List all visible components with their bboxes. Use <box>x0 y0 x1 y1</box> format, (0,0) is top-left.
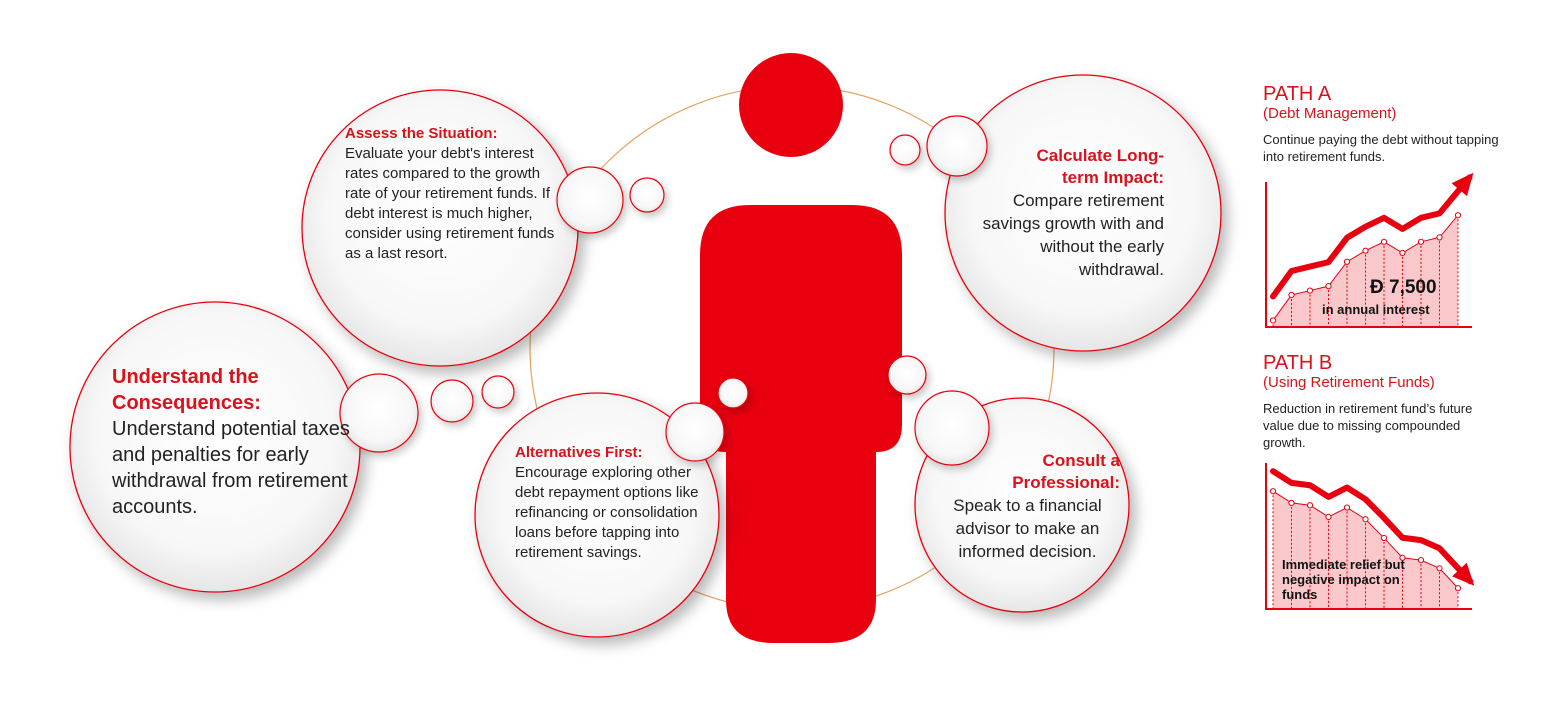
chart-a-point-8 <box>1417 238 1425 245</box>
chart-b-point-10 <box>1454 585 1462 592</box>
chart-b-trend-arrow-icon <box>1452 562 1475 586</box>
consult-body: Speak to a financial advisor to make an … <box>953 496 1102 561</box>
path-b-heading: PATH B (Using Retirement Funds) <box>1263 352 1435 392</box>
chart-b-point-4 <box>1343 504 1351 511</box>
consult-text: Consult a Professional: Speak to a finan… <box>935 450 1120 563</box>
chart-a-point-3 <box>1325 283 1332 290</box>
path-a-sub: (Debt Management) <box>1263 105 1397 122</box>
understand-body: Understand potential taxes and penalties… <box>112 418 350 518</box>
assess-text: Assess the Situation: Evaluate your debt… <box>345 124 560 264</box>
calculate-title: Calculate Long-term Impact: <box>1036 146 1164 187</box>
understand-title: Understand the Consequences: <box>112 366 261 414</box>
chart-b-area <box>1273 491 1458 608</box>
chart-a-trend-arrow-icon <box>1451 172 1474 197</box>
chart-b-trend-line <box>1270 468 1474 585</box>
chart-a-point-4 <box>1343 258 1351 265</box>
chart-b-point-5 <box>1362 516 1369 523</box>
chart-b-point-9 <box>1436 565 1443 572</box>
calculate-text: Calculate Long-term Impact: Compare reti… <box>980 145 1164 281</box>
chart-b-point-2 <box>1306 502 1314 509</box>
chart-a-point-2 <box>1306 287 1314 294</box>
understand-text: Understand the Consequences: Understand … <box>112 364 352 520</box>
path-a-label: PATH A <box>1263 83 1332 105</box>
bubble-calculate <box>944 74 1222 352</box>
chart-b-point-3 <box>1325 513 1332 520</box>
chart-a-point-10 <box>1454 212 1462 219</box>
chart-a-point-6 <box>1380 238 1388 245</box>
calculate-body: Compare retirement savings growth with a… <box>982 191 1164 279</box>
chart-a-point-7 <box>1399 249 1406 256</box>
chart-a-point-1 <box>1288 291 1295 299</box>
path-a-amount: Ð 7,500 <box>1370 277 1437 298</box>
bubble-alternatives <box>474 392 720 638</box>
chart-b-point-0 <box>1269 488 1277 495</box>
path-a-heading: PATH A (Debt Management) <box>1263 83 1396 123</box>
path-b-sub: (Using Retirement Funds) <box>1263 374 1435 391</box>
path-a-amount-caption: in annual interest <box>1322 302 1430 317</box>
path-b-desc: Reduction in retirement fund’s future va… <box>1263 401 1473 450</box>
chart-a-point-0 <box>1269 317 1277 324</box>
thought-dots <box>339 115 990 466</box>
path-b-caption: Immediate relief but negative impact on … <box>1282 557 1405 602</box>
chart-a-point-9 <box>1436 234 1443 241</box>
consult-title: Consult a Professional: <box>1012 451 1120 492</box>
chart-a-trend-line <box>1270 174 1473 300</box>
chart-b-point-8 <box>1417 557 1425 564</box>
chart-a-area <box>1273 215 1458 326</box>
alternatives-title: Alternatives First: <box>515 444 643 461</box>
chart-path-b <box>1265 463 1475 610</box>
chart-b-point-7 <box>1399 554 1406 561</box>
assess-title: Assess the Situation: <box>345 125 498 142</box>
chart-b-point-1 <box>1288 499 1295 506</box>
alternatives-body: Encourage exploring other debt repayment… <box>515 464 699 561</box>
person-figure-icon <box>700 53 902 643</box>
chart-b-point-6 <box>1380 534 1388 542</box>
chart-path-a <box>1265 172 1474 328</box>
path-a-desc: Continue paying the debt without tapping… <box>1263 132 1499 164</box>
path-b-label: PATH B <box>1263 352 1333 374</box>
assess-body: Evaluate your debt's interest rates comp… <box>345 145 555 262</box>
chart-a-point-5 <box>1362 247 1369 254</box>
alternatives-text: Alternatives First: Encourage exploring … <box>515 443 715 563</box>
